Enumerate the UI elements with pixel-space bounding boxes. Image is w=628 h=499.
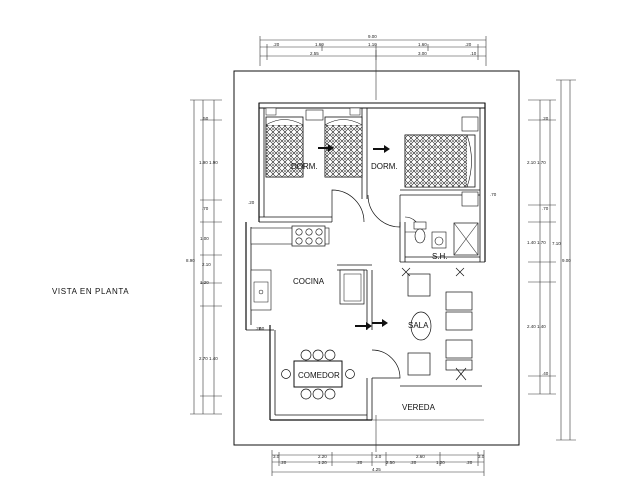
bottom-dimension-lines [271,450,485,476]
dorm2-furniture [404,116,479,207]
dining-furniture [281,349,355,400]
sink [434,236,444,246]
dim-left-1: .50 [202,116,209,121]
dim-left-7: 2.70 1.40 [199,356,218,361]
arrow-sala-icon [372,319,388,327]
dim-bottom-9: 2.50 [386,460,395,465]
dim-right-1: .20 [542,116,549,121]
dim-bottom-12: .20 [466,460,473,465]
door-dorm2 [367,194,401,228]
dim-bottom-total: 4.25 [372,467,381,472]
dim-right-5: 2.40 1.40 [527,324,546,329]
left-dimension-lines [190,99,222,415]
dim-left-3: .70 [202,206,209,211]
plan-title: VISTA EN PLANTA [52,287,129,296]
room-label-dorm1: DORM. [291,162,318,171]
dim-right-mid: 7.10 [552,241,561,246]
dim-right-total: 9.00 [562,258,571,263]
right-dimension-lines [528,79,576,441]
arrow-dorm1-icon [318,144,334,152]
dim-bottom-8: .20 [356,460,363,465]
top-dimension-lines [259,36,487,66]
arrow-dorm2-icon [373,145,390,153]
dim-left-2: 1.90 1.90 [199,160,218,165]
dim-top-7: 3.00 [418,51,427,56]
dim-top-6: 2.55 [310,51,319,56]
dim-small-2: .60 [258,326,265,331]
dim-small-4: .20 [255,326,262,331]
dim-top-4: 1.60 [418,42,427,47]
dim-bottom-5: 3.0 [478,454,485,459]
arrow-kitchen-icon [355,322,372,330]
dim-top-8: .10 [470,51,477,56]
dim-bottom-6: .20 [280,460,287,465]
dim-right-6: .40 [542,371,549,376]
room-label-vereda: VEREDA [402,403,436,412]
dim-bottom-10: .20 [410,460,417,465]
dim-bottom-1: 3.0 [273,454,280,459]
dim-right-3: .70 [542,206,549,211]
dim-left-6: 1.20 [200,280,209,285]
dim-right-4: 1.40 1.70 [527,240,546,245]
room-label-cocina: COCINA [293,277,325,286]
dim-bottom-2: 2.20 [318,454,327,459]
dim-top-1: .20 [273,42,280,47]
dim-top-5: .20 [465,42,472,47]
dim-left-4: 1.00 [200,236,209,241]
door-dorm1 [331,189,365,223]
sheet-frame [233,70,520,446]
dim-small-3: .70 [490,192,497,197]
dorm1-furniture [265,107,363,178]
dim-bottom-3: 3.0 [375,454,382,459]
dim-top-3: 1.10 [368,42,377,47]
dim-bottom-4: 2.60 [416,454,425,459]
kitchen-furniture [250,225,365,311]
dim-top-2: 1.60 [315,42,324,47]
room-label-dorm2: DORM. [371,162,398,171]
dim-left-total: 8.90 [186,258,195,263]
room-label-comedor: COMEDOR [298,371,340,380]
dim-bottom-7: 1.20 [318,460,327,465]
dim-bottom-11: 1.20 [436,460,445,465]
dim-top-total: 9.00 [368,34,377,39]
door-main [371,349,401,379]
dim-right-2: 2.10 1.70 [527,160,546,165]
bathroom-fixtures [413,221,479,256]
room-label-sala: SALA [408,321,429,330]
room-label-sh: S.H. [432,252,448,261]
living-furniture [401,267,473,381]
toilet [414,228,426,244]
dim-left-5: 2.10 [202,262,211,267]
dim-small-1: .20 [248,200,255,205]
